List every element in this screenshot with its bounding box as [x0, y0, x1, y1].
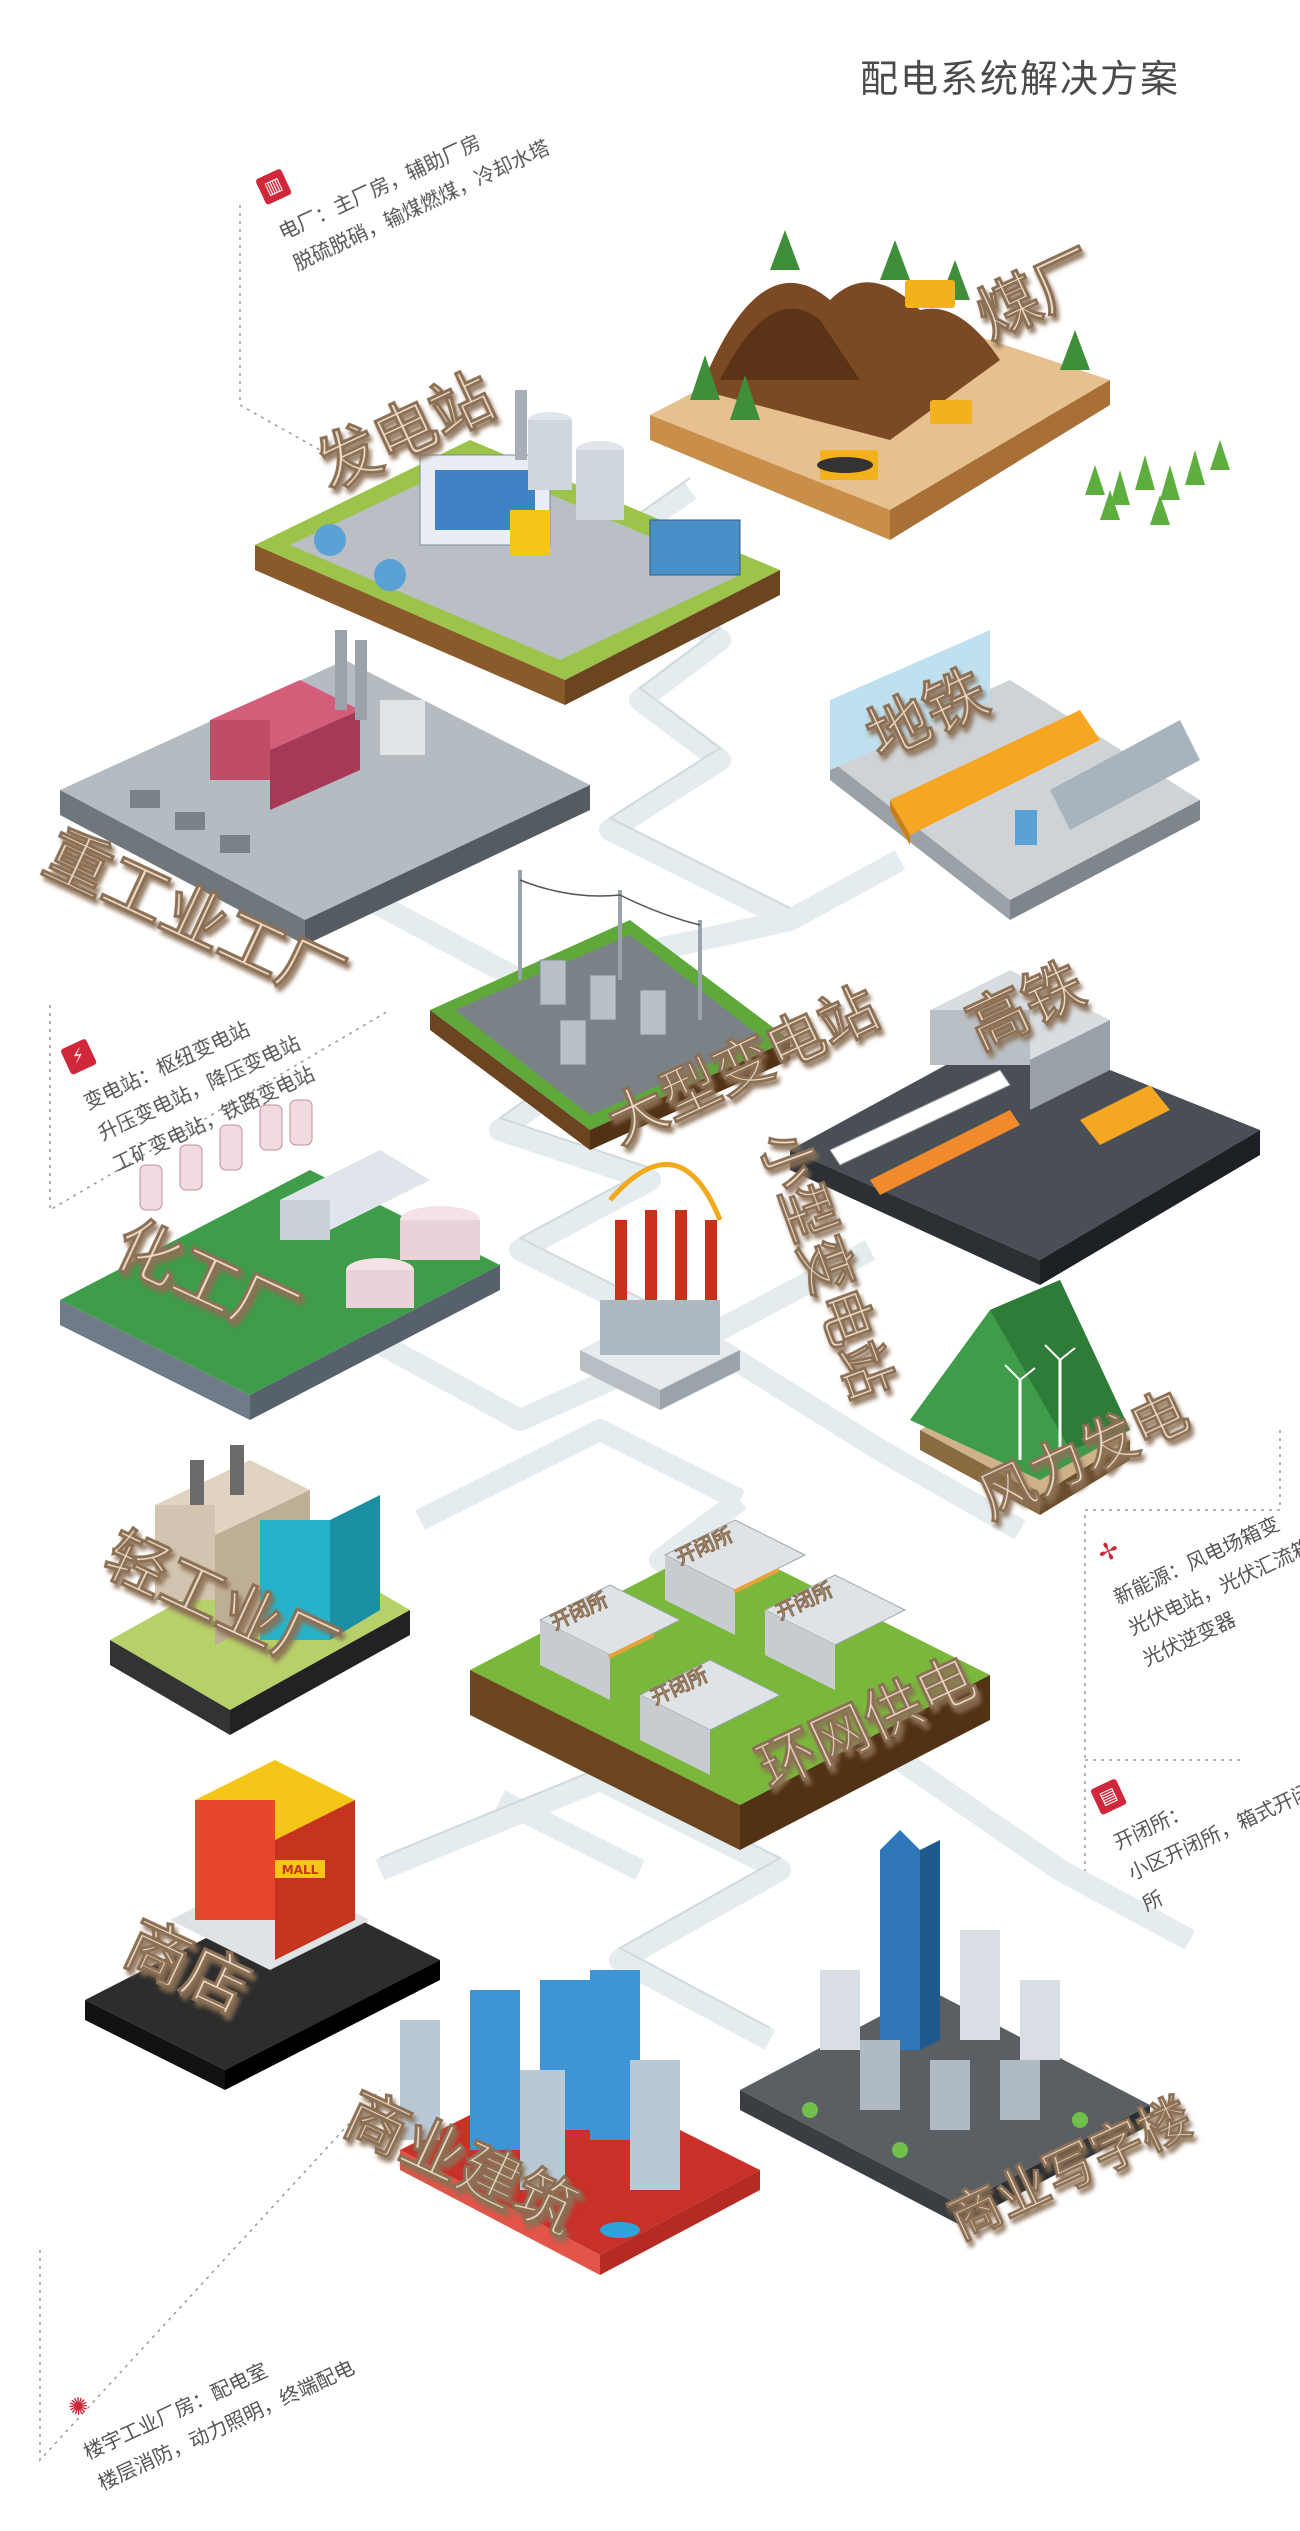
ring-network-block — [470, 1519, 990, 1850]
coal-plant-block — [650, 230, 1110, 540]
label-coal: 煤厂 — [965, 235, 1108, 354]
page-title: 配电系统解决方案 — [860, 57, 1181, 101]
metro-block — [830, 630, 1200, 920]
small-substation-block — [580, 1161, 740, 1410]
high-speed-rail-block — [790, 970, 1260, 1285]
shop-block: MALL — [85, 1760, 440, 2090]
mall-sign: MALL — [282, 1863, 319, 1877]
small-forest — [1085, 440, 1230, 525]
wind-farm-block — [910, 1280, 1130, 1515]
commercial-building-block — [400, 1970, 760, 2275]
office-block — [740, 1830, 1150, 2225]
large-substation-block — [430, 870, 790, 1150]
chemical-plant-block — [60, 1099, 500, 1420]
annotation-lines — [39, 205, 1281, 2462]
heavy-industry-block — [60, 630, 590, 945]
light-industry-block — [110, 1445, 410, 1735]
power-plant-block — [255, 390, 780, 705]
